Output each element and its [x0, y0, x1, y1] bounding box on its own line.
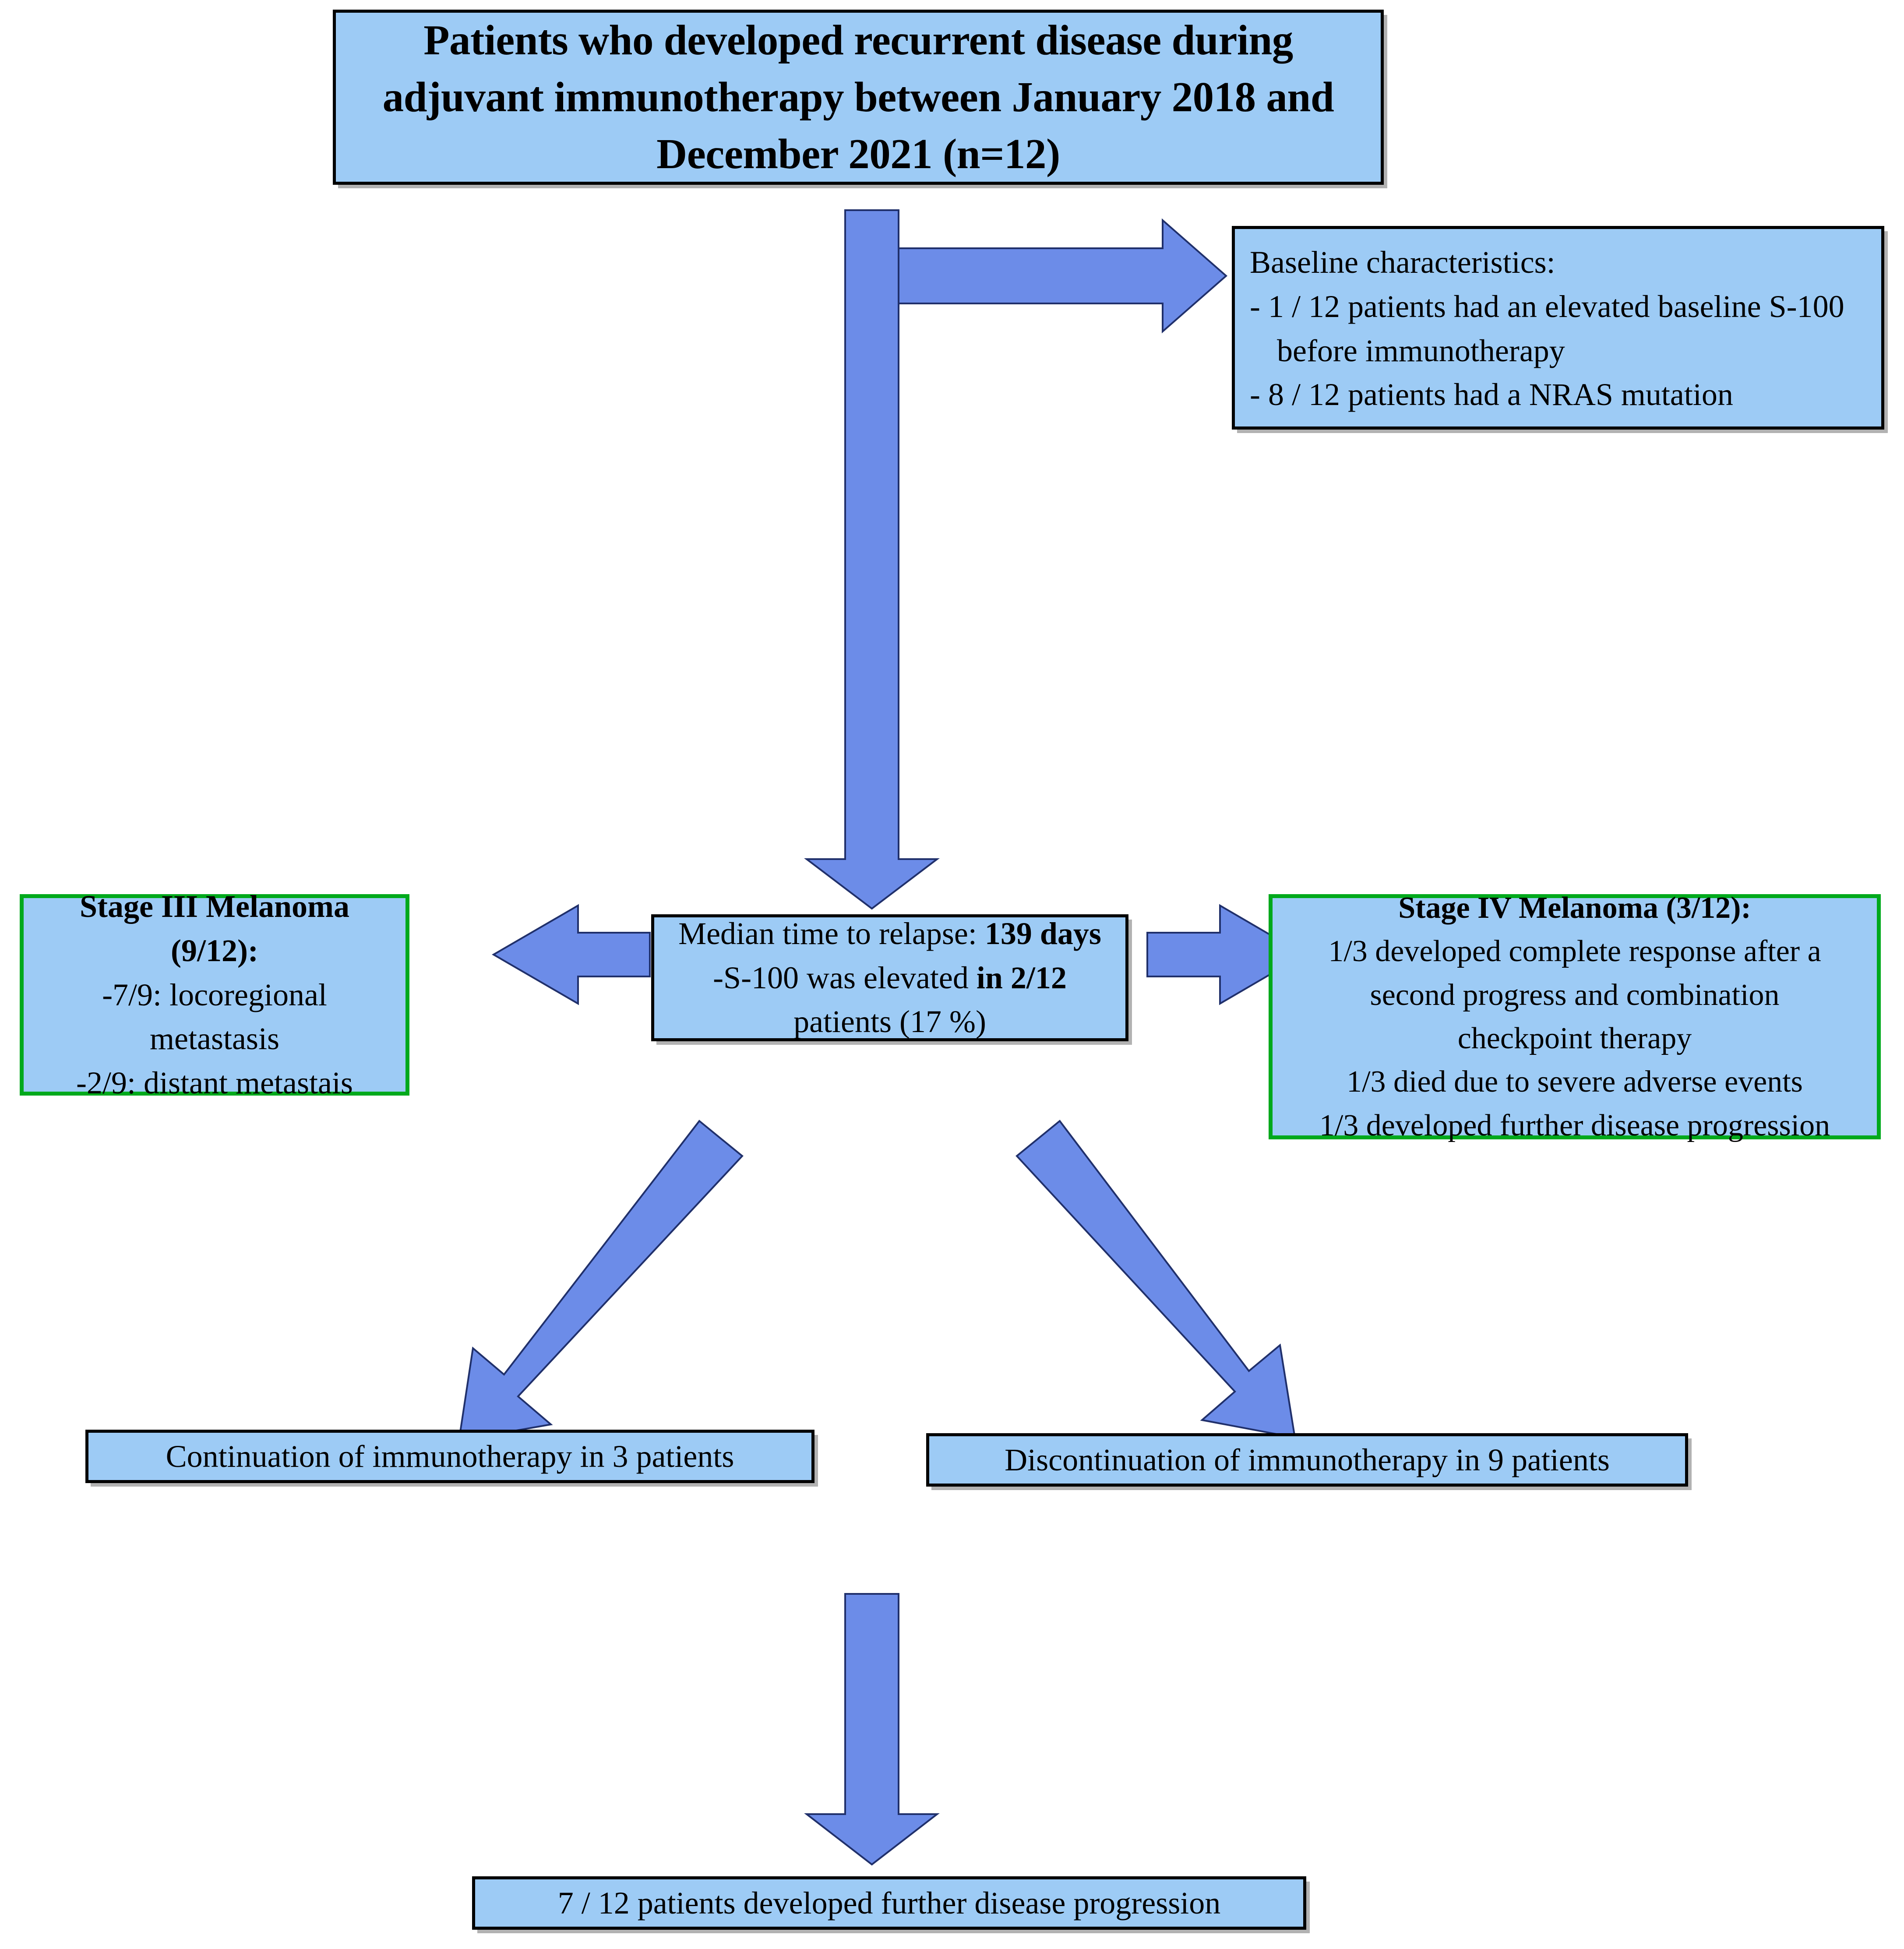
stage4-item-2: 1/3 died due to severe adverse events [1347, 1065, 1803, 1099]
stage4-heading: Stage IV Melanoma (3/12): [1398, 891, 1751, 925]
baseline-item-1-cont: before immunotherapy [1277, 333, 1565, 368]
arrow-to-progression [804, 1593, 940, 1866]
relapse-line-2: -S-100 was elevated in 2/12 [666, 956, 1114, 1000]
relapse-line-1-bold: 139 days [984, 916, 1101, 951]
stage4-item-1-cont-b: checkpoint therapy [1457, 1022, 1692, 1055]
node-median-relapse[interactable]: Median time to relapse: 139 days -S-100 … [651, 914, 1128, 1041]
relapse-line-1-plain: Median time to relapse: [678, 916, 985, 951]
relapse-line-2-bold: in 2/12 [976, 960, 1067, 995]
stage3-heading-line-1: Stage III Melanoma [80, 889, 349, 924]
relapse-line-3: patients (17 %) [793, 1004, 986, 1040]
stage3-item-1-cont: metastasis [150, 1021, 279, 1057]
node-stage4-melanoma[interactable]: Stage IV Melanoma (3/12): 1/3 developed … [1269, 891, 1881, 1142]
relapse-line-2-plain: -S-100 was elevated [713, 960, 977, 995]
node-discontinuation[interactable]: Discontinuation of immunotherapy in 9 pa… [926, 1433, 1688, 1487]
arrow-relapse-to-continuation [458, 1120, 744, 1442]
progression-label: 7 / 12 patients developed further diseas… [557, 1885, 1221, 1921]
cohort-line-1: Patients who developed recurrent disease… [423, 17, 1293, 64]
arrow-relapse-to-discontinuation [1015, 1120, 1296, 1439]
node-stage3-melanoma[interactable]: Stage III Melanoma (9/12): -7/9: locoreg… [20, 889, 409, 1100]
node-cohort[interactable]: Patients who developed recurrent disease… [333, 10, 1384, 185]
cohort-line-3: December 2021 (n=12) [656, 130, 1060, 177]
stage4-item-3: 1/3 developed further disease progressio… [1319, 1108, 1830, 1142]
arrow-relapse-to-stage3 [492, 904, 651, 1005]
baseline-heading: Baseline characteristics: [1250, 245, 1555, 280]
relapse-line-1: Median time to relapse: 139 days [666, 912, 1114, 956]
baseline-item-2: - 8 / 12 patients had a NRAS mutation [1250, 377, 1733, 412]
discontinuation-label: Discontinuation of immunotherapy in 9 pa… [1005, 1442, 1610, 1477]
node-baseline-characteristics[interactable]: Baseline characteristics: - 1 / 12 patie… [1232, 226, 1884, 430]
stage4-item-1: 1/3 developed complete response after a [1328, 934, 1821, 969]
stage4-item-1-cont-a: second progress and combination [1370, 978, 1780, 1012]
stage3-item-2: -2/9: distant metastais [76, 1065, 353, 1101]
stage3-item-1: -7/9: locoregional [102, 977, 327, 1012]
cohort-line-2: adjuvant immunotherapy between January 2… [382, 74, 1334, 121]
node-continuation[interactable]: Continuation of immunotherapy in 3 patie… [85, 1430, 814, 1483]
continuation-label: Continuation of immunotherapy in 3 patie… [166, 1438, 734, 1474]
arrow-cohort-to-baseline [898, 218, 1228, 334]
stage3-heading-line-2: (9/12): [171, 933, 258, 968]
baseline-item-1: - 1 / 12 patients had an elevated baseli… [1250, 289, 1844, 324]
node-further-progression[interactable]: 7 / 12 patients developed further diseas… [472, 1876, 1306, 1930]
arrow-cohort-to-relapse [804, 209, 940, 910]
